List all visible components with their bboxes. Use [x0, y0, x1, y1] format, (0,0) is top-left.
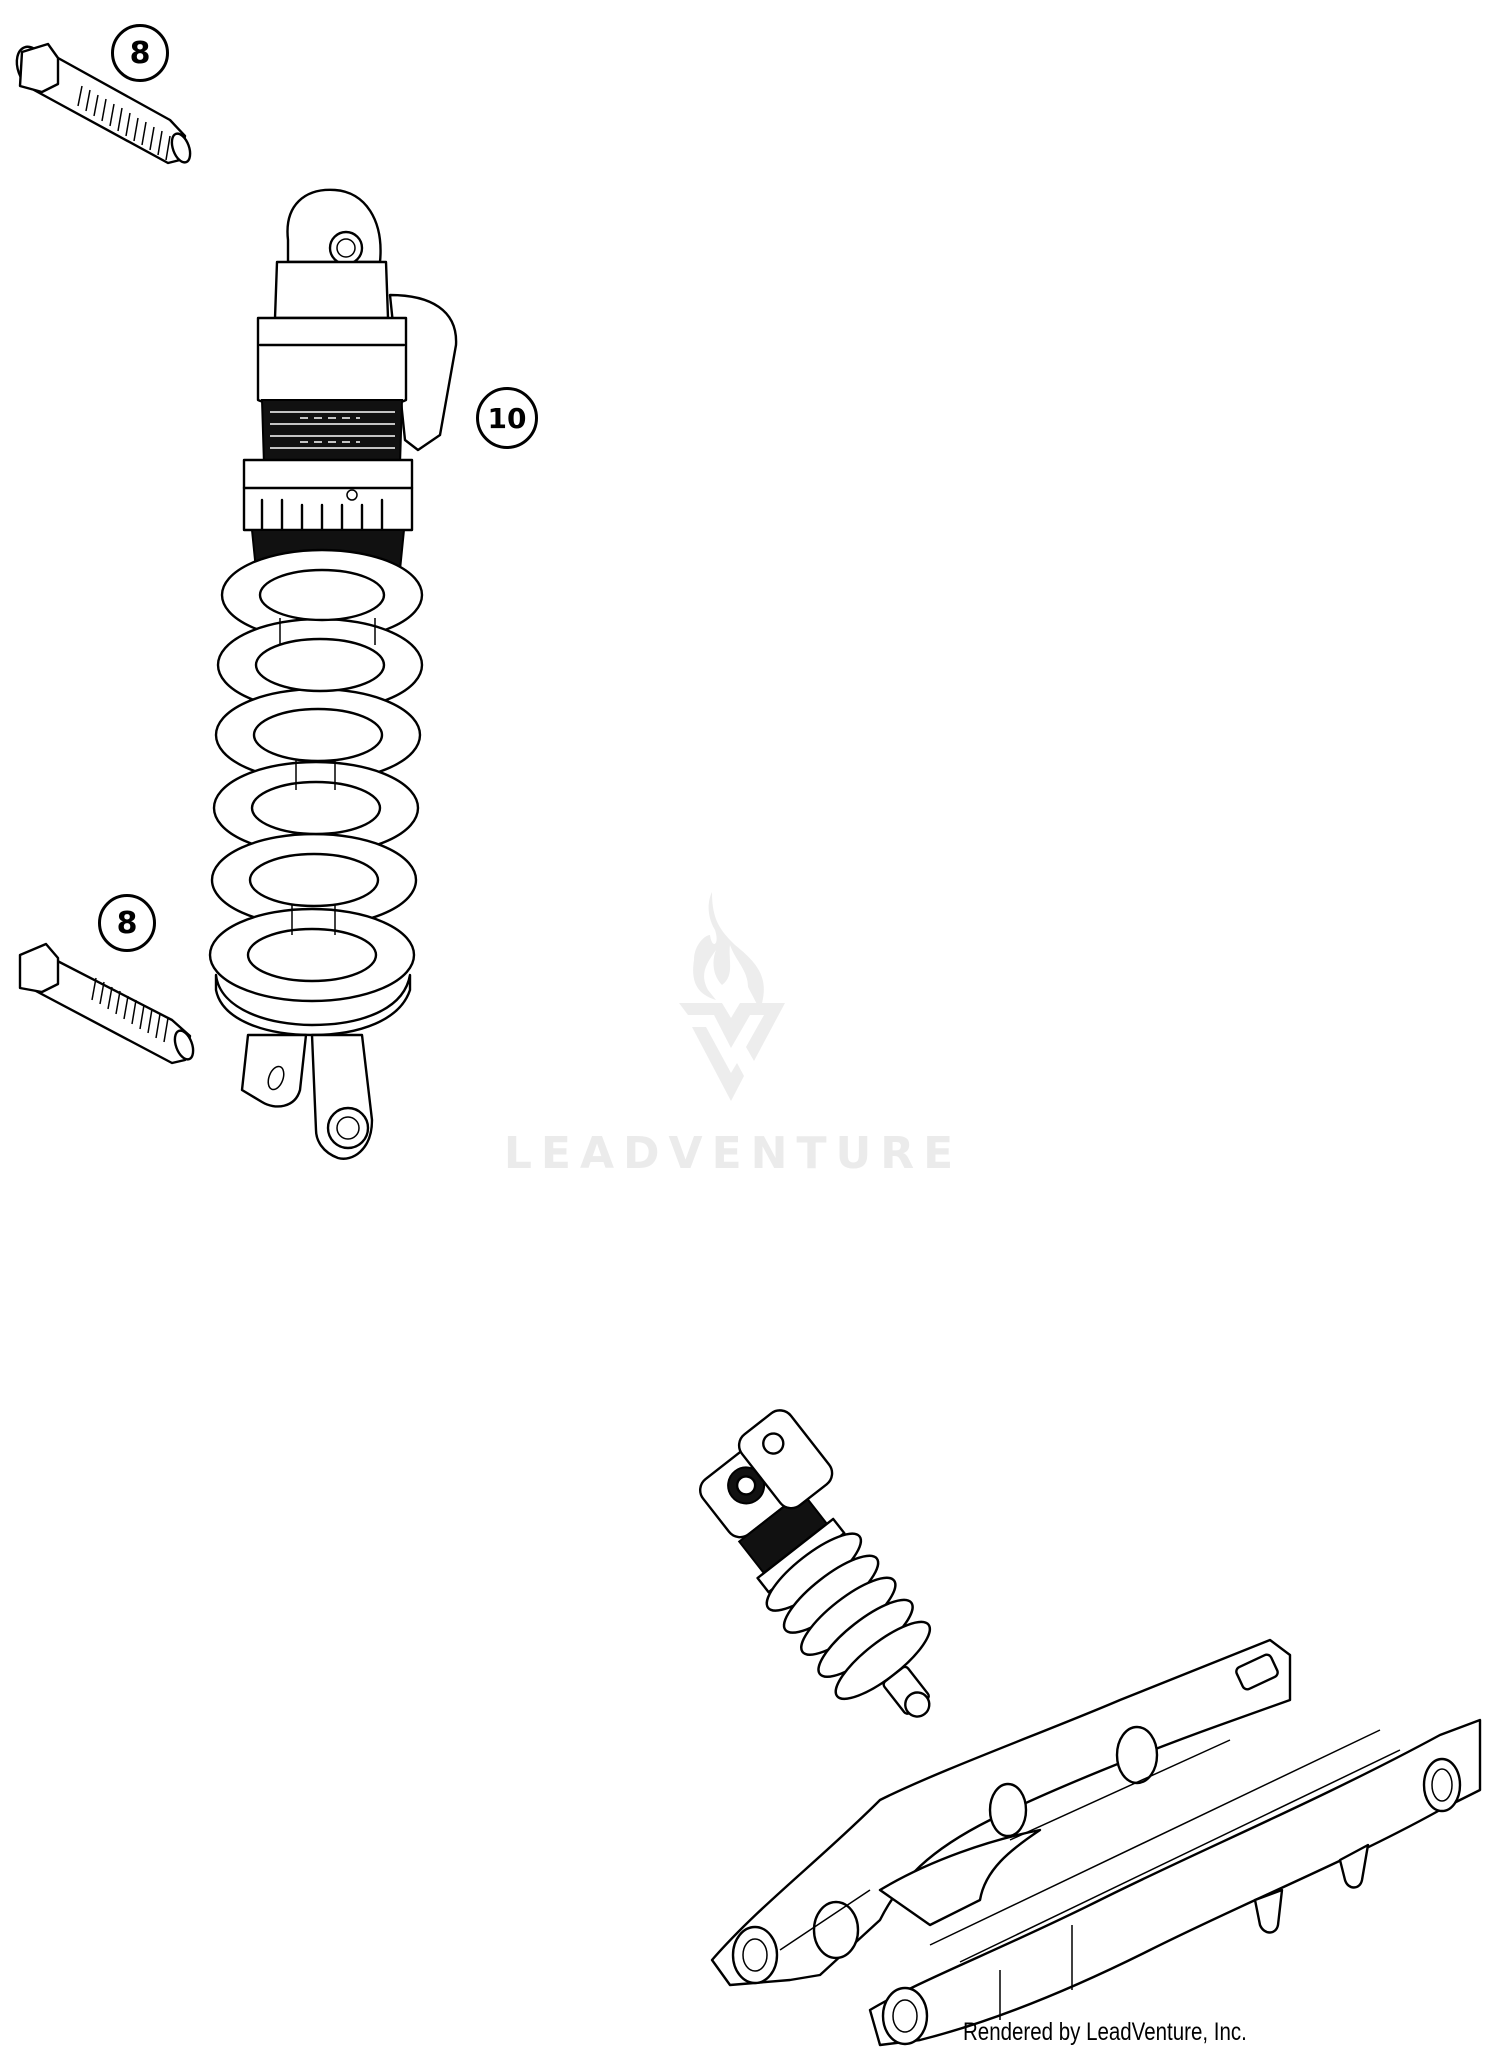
bolt-lower-icon: [18, 942, 195, 1065]
inset-shock-icon: [699, 1409, 932, 1718]
shock-absorber-icon: [208, 188, 458, 1160]
bolt-upper-icon: [15, 42, 192, 165]
callout-10-shock-absorber[interactable]: 10: [476, 387, 538, 449]
watermark-brand-text: LEADVENTURE: [503, 1128, 963, 1179]
callout-8-lower-bolt[interactable]: 8: [98, 894, 156, 952]
swingarm-icon: [710, 1638, 1482, 2047]
callout-8-upper-bolt[interactable]: 8: [111, 24, 169, 82]
render-credit: Rendered by LeadVenture, Inc.: [963, 2018, 1247, 2046]
